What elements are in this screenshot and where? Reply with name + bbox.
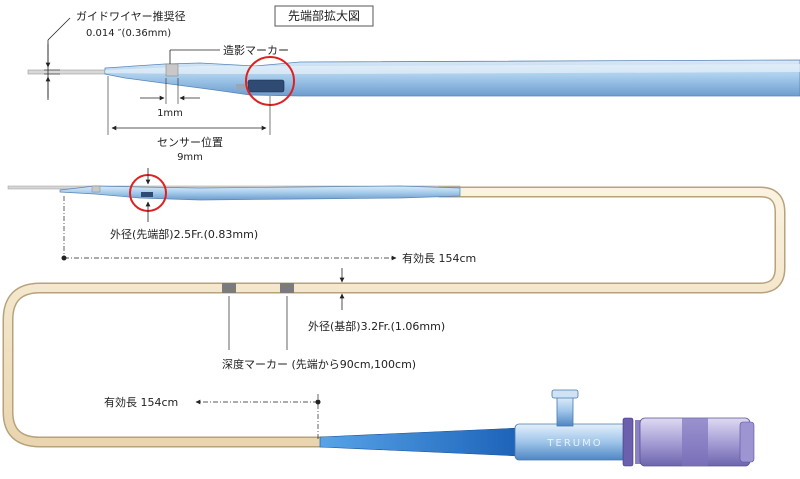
enlarged-tip-view: 先端部拡大図 ガイドワイヤー推奨径 0.014 ″(0.36mm) 造影マーカー… <box>27 5 800 163</box>
pressure-sensor <box>247 79 285 93</box>
strain-relief <box>319 427 521 457</box>
marker-width-label: 1mm <box>157 108 183 119</box>
brand-logo: TERUMO <box>546 438 602 449</box>
connector-hub: TERUMO <box>514 389 755 467</box>
full-contrast-marker <box>91 185 101 193</box>
outer-diameter-tip-label: 外径(先端部)2.5Fr.(0.83mm) <box>110 227 258 241</box>
depth-marker-90cm <box>222 283 236 293</box>
guidewire-title: ガイドワイヤー推奨径 <box>76 9 186 23</box>
contrast-marker-label: 造影マーカー <box>223 43 289 57</box>
depth-marker-label: 深度マーカー (先端から90cm,100cm) <box>222 357 416 371</box>
distal-segment <box>59 185 461 201</box>
guidewire-value: 0.014 ″(0.36mm) <box>86 28 171 39</box>
effective-length-top: 有効長 154cm <box>402 251 476 265</box>
sensor-distance-label: 9mm <box>177 152 203 163</box>
full-sensor <box>141 192 153 197</box>
depth-marker-100cm <box>280 283 294 293</box>
sensor-coil <box>236 84 248 89</box>
page-title: 先端部拡大図 <box>288 8 360 23</box>
catheter-tip-upper-lumen <box>105 64 800 74</box>
sensor-position-label: センサー位置 <box>157 135 223 149</box>
full-catheter-view: 外径(先端部)2.5Fr.(0.83mm) 有効長 154cm 外径(基部)3.… <box>2 168 786 467</box>
outer-diameter-base-label: 外径(基部)3.2Fr.(1.06mm) <box>308 319 445 333</box>
title-box <box>274 5 374 27</box>
contrast-marker-band <box>165 63 179 77</box>
effective-length-bottom: 有効長 154cm <box>104 395 178 409</box>
